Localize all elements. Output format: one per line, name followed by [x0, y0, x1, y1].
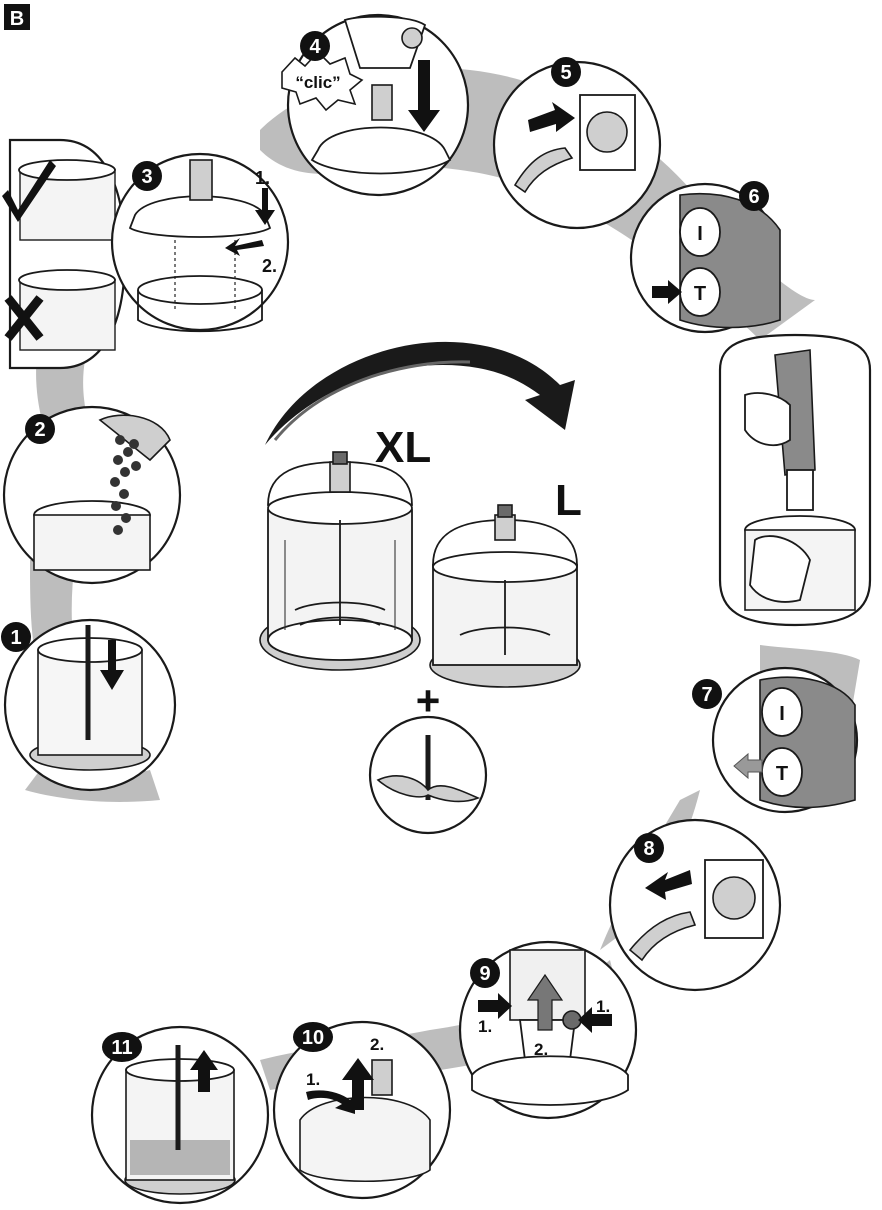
step-4-illustration: “clic” [281, 13, 470, 197]
step-badge-1: 1 [1, 622, 31, 652]
svg-text:3: 3 [141, 166, 152, 188]
step-badge-11: 11 [102, 1032, 142, 1062]
size-label-xl: XL [375, 423, 431, 472]
step-badge-2: 2 [25, 414, 55, 444]
svg-text:11: 11 [111, 1037, 132, 1059]
step-badge-3: 3 [132, 161, 162, 191]
blender-in-use-illustration [718, 333, 872, 627]
step-1-illustration [3, 618, 177, 792]
svg-text:8: 8 [643, 838, 654, 860]
step-9-label-2: 2. [534, 1040, 548, 1059]
step-badge-10: 10 [293, 1022, 333, 1052]
step-badge-5: 5 [551, 57, 581, 87]
svg-text:7: 7 [701, 684, 712, 706]
step-badge-8: 8 [634, 833, 664, 863]
svg-text:2: 2 [34, 419, 45, 441]
svg-text:9: 9 [479, 963, 490, 985]
step-5-illustration [492, 60, 662, 230]
step-9-label-1-left: 1. [478, 1017, 492, 1036]
step-2-illustration [2, 405, 182, 585]
svg-text:1: 1 [10, 627, 21, 649]
svg-text:“clic”: “clic” [295, 73, 340, 92]
step-6-illustration: I T [629, 182, 781, 334]
step-7-on-button-glyph: I [779, 703, 785, 725]
step-11-illustration [90, 1025, 270, 1205]
l-bowl [429, 504, 581, 688]
step-badge-9: 9 [470, 958, 500, 988]
step-badge-4: 4 [300, 31, 330, 61]
corner-label: B [4, 4, 30, 30]
rotation-arrow [265, 341, 575, 445]
step-3-label-2: 2. [262, 256, 277, 276]
svg-text:5: 5 [560, 62, 571, 84]
step-badge-7: 7 [692, 679, 722, 709]
step-10-label-2: 2. [370, 1035, 384, 1054]
step-9-illustration: 1. 1. 2. [458, 940, 638, 1120]
step-6-on-button-glyph: I [697, 223, 703, 245]
size-label-l: L [555, 476, 582, 525]
svg-text:6: 6 [748, 186, 759, 208]
step-7-turbo-button-glyph: T [776, 763, 788, 785]
svg-text:4: 4 [309, 36, 321, 58]
step-9-label-1-right: 1. [596, 997, 610, 1016]
xl-bowl [259, 451, 421, 671]
step-3-illustration: 1. 2. [110, 152, 290, 333]
correct-incorrect-panel [2, 138, 127, 370]
clic-burst: “clic” [281, 50, 364, 112]
step-10-label-1: 1. [306, 1070, 320, 1089]
step-7-illustration: I T [711, 666, 859, 814]
step-badge-6: 6 [739, 181, 769, 211]
step-3-label-1: 1. [255, 168, 270, 188]
svg-text:10: 10 [302, 1027, 324, 1049]
step-10-illustration: 1. 2. [272, 1020, 452, 1200]
blade-insert [368, 715, 488, 835]
step-6-turbo-button-glyph: T [694, 283, 706, 305]
svg-text:B: B [10, 8, 24, 30]
